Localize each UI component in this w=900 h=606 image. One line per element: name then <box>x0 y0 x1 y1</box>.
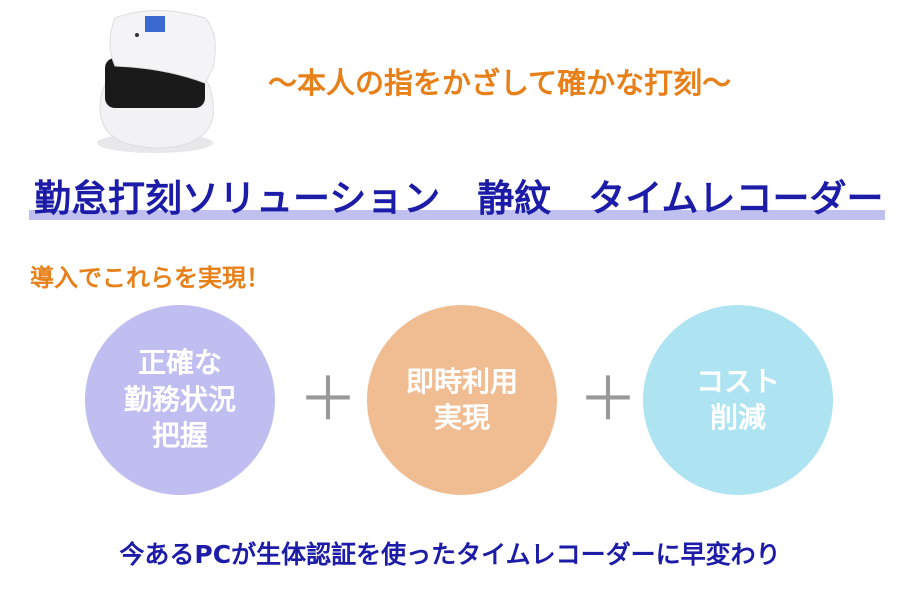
title-underline <box>29 210 885 220</box>
benefit-line: 削減 <box>709 401 766 434</box>
intro-heading: 導入でこれらを実現！ <box>30 264 270 292</box>
footer-message: 今あるPCが生体認証を使ったタイムレコーダーに早変わり <box>119 540 781 569</box>
benefit-line: 把握 <box>151 419 208 453</box>
benefit-line: コスト <box>695 364 780 398</box>
benefit-line: 勤務状況 <box>123 382 236 416</box>
benefit-line: 正確な <box>137 346 222 380</box>
plus-icon: ＋ <box>298 365 358 435</box>
benefit-accurate-attendance: 正確な勤務状況把握 <box>85 305 275 495</box>
benefit-instant-use: 即時利用実現 <box>367 305 557 495</box>
plus-icon: ＋ <box>578 365 638 435</box>
tagline: ～本人の指をかざして確かな打刻～ <box>268 66 732 100</box>
benefit-cost-reduction: コスト削減 <box>643 305 833 495</box>
fingerprint-device-image <box>95 8 225 156</box>
benefit-line: 実現 <box>433 401 490 434</box>
page-title: 勤怠打刻ソリューション 静紋 タイムレコーダー <box>34 177 884 220</box>
benefit-line: 即時利用 <box>405 364 518 398</box>
